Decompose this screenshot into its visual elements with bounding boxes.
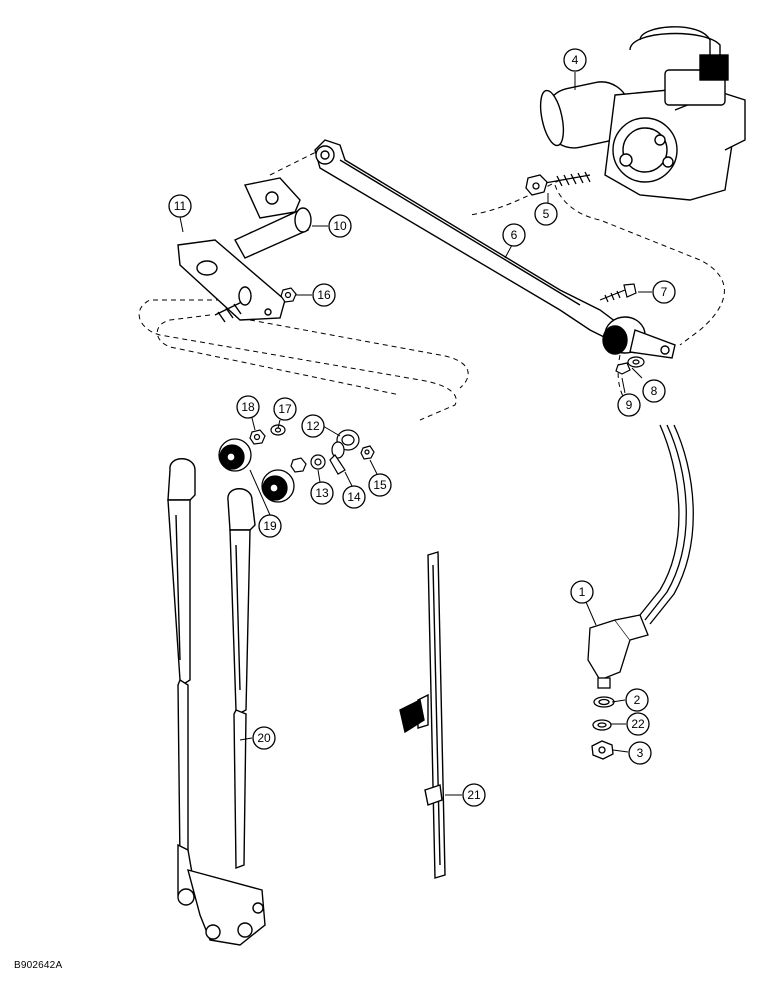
- callout-18: 18: [236, 395, 260, 419]
- callout-21: 21: [462, 783, 486, 807]
- callout-22: 22: [626, 712, 650, 736]
- callout-2: 2: [625, 688, 649, 712]
- screw-7: [599, 283, 637, 303]
- callout-label: 7: [661, 285, 668, 299]
- callout-20: 20: [252, 726, 276, 750]
- callout-label: 15: [373, 478, 387, 492]
- figure-code: B902642A: [14, 960, 63, 971]
- nut-16: [280, 287, 297, 303]
- pivot-plate-upper: [234, 177, 312, 259]
- callout-6: 6: [502, 223, 526, 247]
- callout-9: 9: [617, 393, 641, 417]
- callout-12: 12: [301, 414, 325, 438]
- callout-label: 5: [543, 207, 550, 221]
- callout-15: 15: [368, 473, 392, 497]
- callouts: 4 5 6 7 8 9 10 11 16 18 17 12 13 14 15 1…: [168, 48, 676, 807]
- callout-label: 17: [278, 402, 292, 416]
- small-parts: [249, 424, 375, 475]
- callout-label: 6: [511, 228, 518, 242]
- callout-7: 7: [652, 280, 676, 304]
- bolt-5: [525, 171, 591, 196]
- callout-14: 14: [342, 485, 366, 509]
- wiper-motor: [539, 26, 746, 201]
- linkage-arm: [314, 139, 676, 359]
- callout-label: 9: [626, 398, 633, 412]
- callout-label: 18: [241, 400, 255, 414]
- callout-label: 16: [317, 288, 331, 302]
- callout-label: 8: [651, 384, 658, 398]
- callout-19: 19: [258, 514, 282, 538]
- callout-10: 10: [328, 214, 352, 238]
- callout-17: 17: [273, 397, 297, 421]
- callout-4: 4: [563, 48, 587, 72]
- callout-label: 11: [174, 199, 187, 213]
- callout-label: 4: [572, 53, 579, 67]
- wiper-arms: [167, 458, 266, 946]
- grommets-19: [218, 438, 295, 503]
- callout-label: 3: [637, 746, 644, 760]
- callout-label: 12: [306, 419, 320, 433]
- callout-label: 1: [579, 585, 586, 599]
- callout-3: 3: [628, 741, 652, 765]
- callout-11: 11: [168, 194, 192, 218]
- callout-8: 8: [642, 379, 666, 403]
- callout-label: 13: [315, 486, 329, 500]
- washer-nut-8-9: [615, 356, 645, 375]
- wiper-switch: [587, 424, 694, 760]
- callout-label: 20: [257, 731, 271, 745]
- callout-label: 14: [347, 490, 361, 504]
- callout-5: 5: [534, 202, 558, 226]
- wiper-blade: [399, 551, 446, 879]
- callout-label: 2: [634, 693, 641, 707]
- pivot-plate-lower: [177, 239, 286, 323]
- callout-label: 10: [333, 219, 347, 233]
- callout-label: 21: [467, 788, 481, 802]
- callout-label: 22: [631, 717, 645, 731]
- callout-1: 1: [570, 580, 594, 604]
- callout-label: 19: [263, 519, 277, 533]
- callout-16: 16: [312, 283, 336, 307]
- callout-13: 13: [310, 481, 334, 505]
